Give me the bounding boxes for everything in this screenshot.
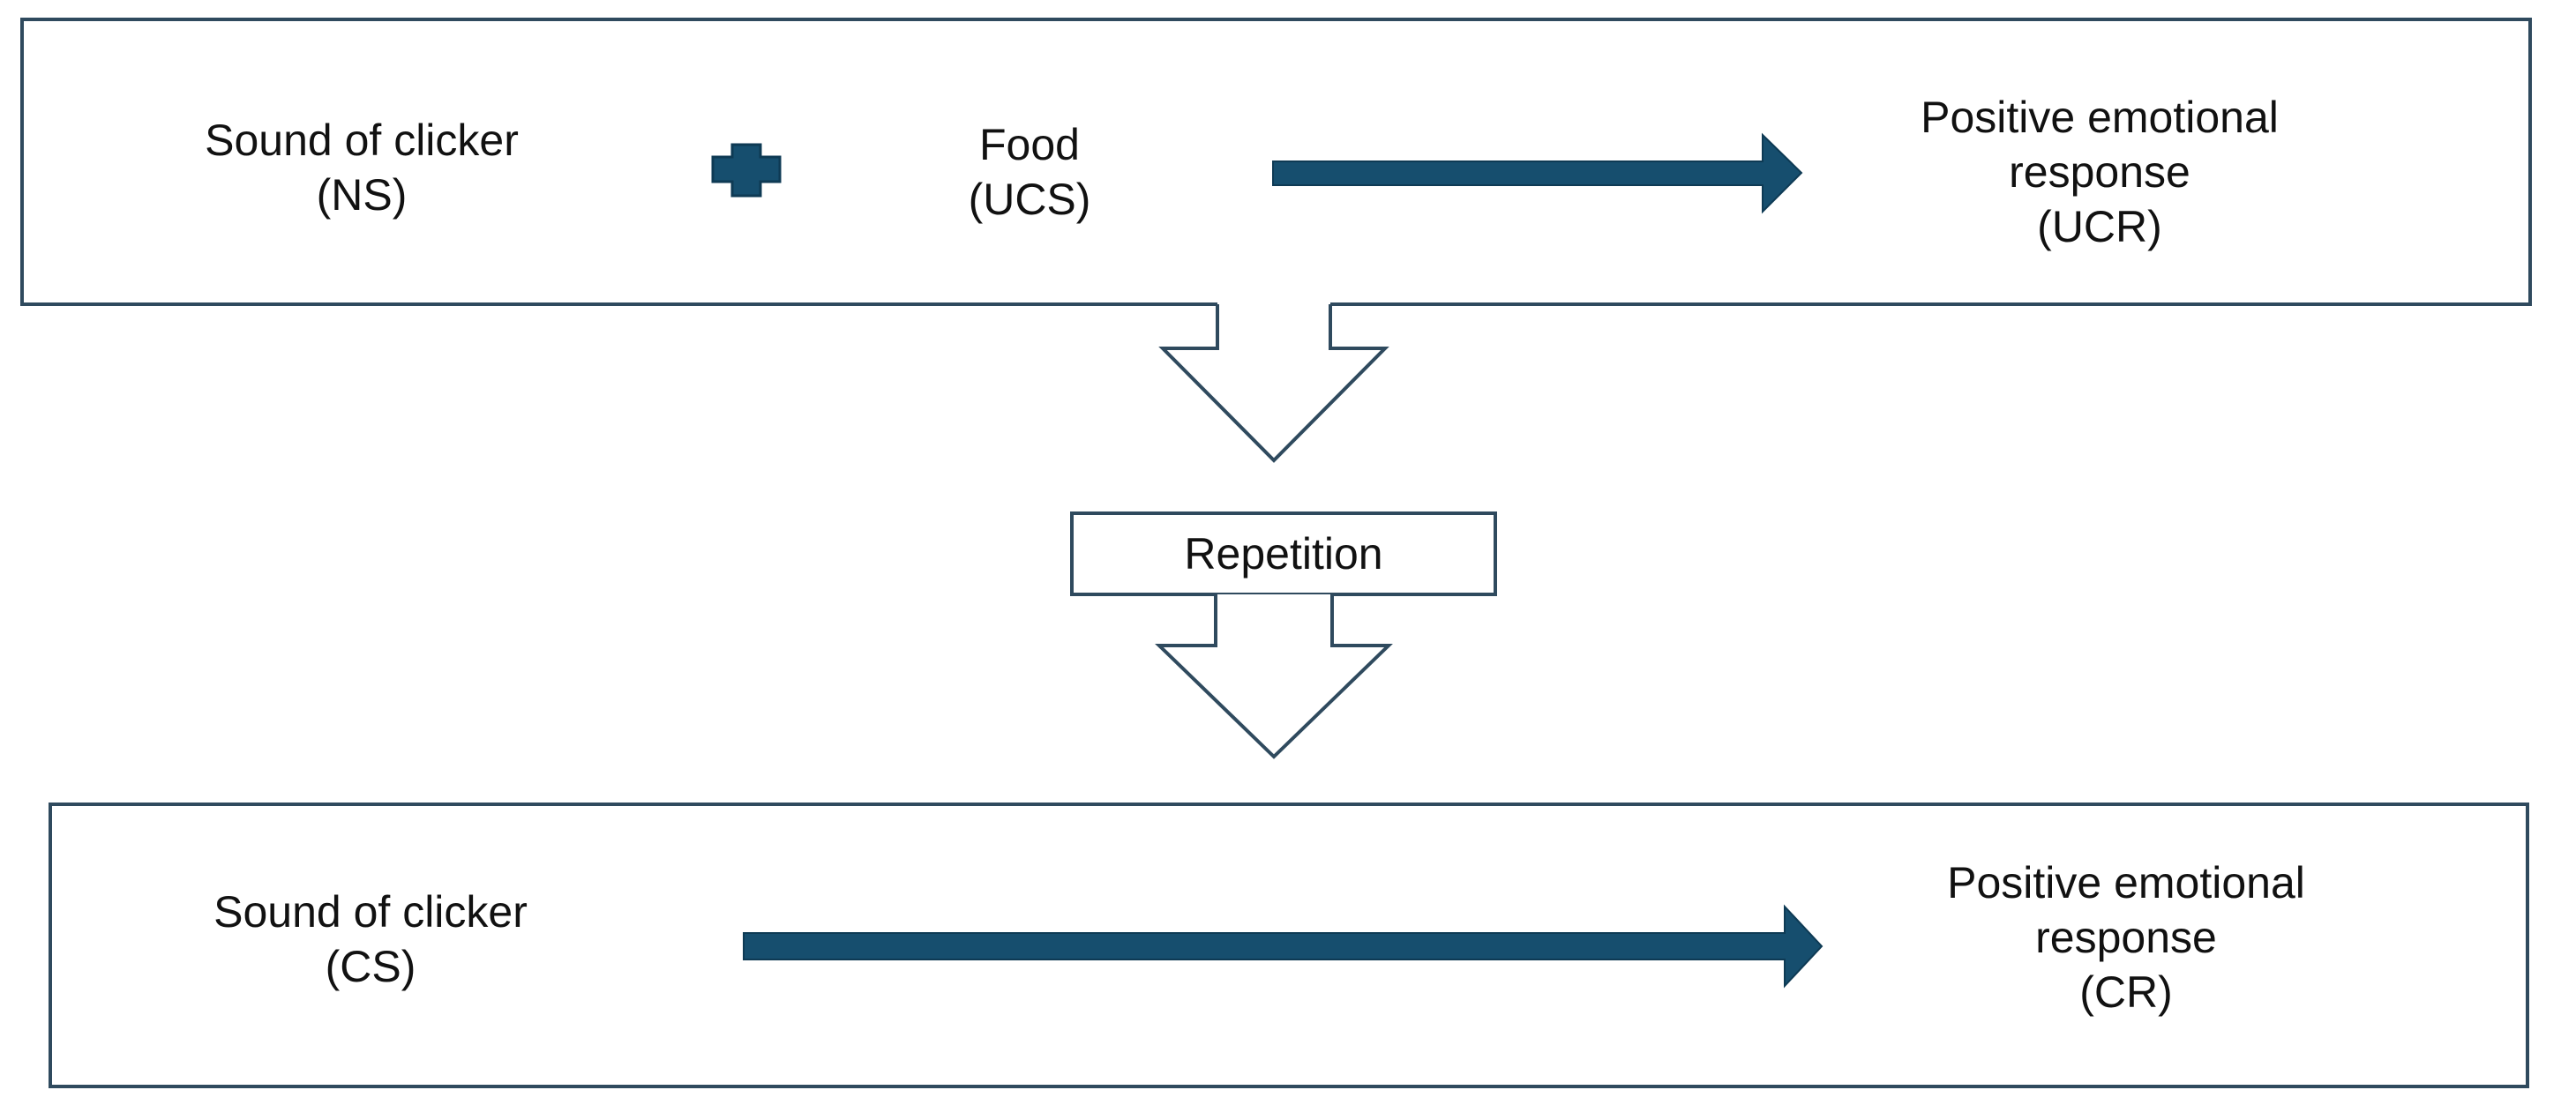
hollow-down-arrow-bottom — [1155, 594, 1393, 759]
cs-stimulus-label: Sound of clicker (CS) — [150, 885, 591, 994]
ucr-response-line1: Positive emotional — [1921, 93, 2279, 142]
ucs-stimulus-line2: (UCS) — [968, 175, 1091, 224]
ns-stimulus-line2: (NS) — [316, 170, 408, 220]
ucr-response-line2: response — [2009, 147, 2190, 197]
ucr-response-label: Positive emotional response (UCR) — [1853, 90, 2347, 254]
repetition-label: Repetition — [1184, 529, 1383, 579]
ns-stimulus-label: Sound of clicker (NS) — [141, 113, 582, 222]
cs-stimulus-line1: Sound of clicker — [213, 887, 528, 937]
repetition-box — [1070, 511, 1497, 596]
cr-response-line2: response — [2035, 913, 2217, 962]
ucs-stimulus-label: Food (UCS) — [888, 117, 1171, 227]
cr-response-line1: Positive emotional — [1947, 858, 2305, 907]
cs-stimulus-line2: (CS) — [325, 942, 416, 991]
cr-response-line3: (CR) — [2079, 967, 2173, 1017]
top-arrow — [1272, 132, 1803, 214]
bottom-box — [49, 803, 2529, 1088]
top-box — [20, 18, 2532, 306]
hollow-down-arrow-top — [1158, 304, 1389, 463]
bottom-arrow — [743, 904, 1823, 989]
plus-icon — [711, 143, 782, 198]
cr-response-label: Positive emotional response (CR) — [1879, 855, 2373, 1019]
ucr-response-line3: (UCR) — [2037, 202, 2162, 251]
ns-stimulus-line1: Sound of clicker — [205, 116, 519, 165]
ucs-stimulus-line1: Food — [979, 120, 1080, 169]
